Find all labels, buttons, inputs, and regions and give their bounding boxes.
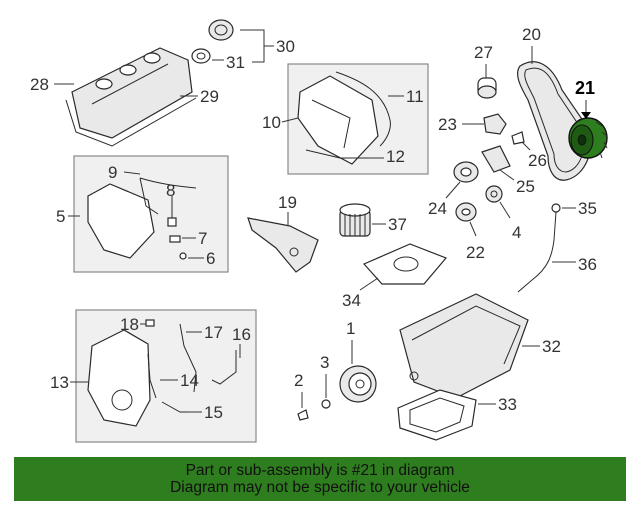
callout-4: 4 [499, 201, 521, 242]
svg-text:1: 1 [346, 319, 355, 338]
svg-text:18: 18 [120, 315, 139, 334]
callout-33: 33 [478, 395, 517, 414]
callout-30: 30 [240, 29, 295, 63]
callout-5: 5 [56, 207, 80, 226]
callout-35: 35 [562, 199, 597, 218]
svg-text:8: 8 [166, 181, 175, 200]
svg-text:22: 22 [466, 243, 485, 262]
callout-20: 20 [522, 25, 541, 64]
callout-2: 2 [294, 371, 303, 408]
callout-26: 26 [521, 141, 547, 170]
svg-text:2: 2 [294, 371, 303, 390]
svg-text:14: 14 [180, 371, 199, 390]
callout-6: 6 [188, 249, 215, 268]
svg-text:23: 23 [438, 115, 457, 134]
callout-23: 23 [438, 115, 484, 134]
callout-10: 10 [262, 113, 299, 132]
callout-34: 34 [342, 277, 379, 310]
callout-31: 31 [212, 53, 245, 72]
lower-timing-cover [87, 319, 237, 427]
banner-line-disclaimer: Diagram may not be specific to your vehi… [170, 479, 470, 496]
oil-dipstick [517, 203, 561, 293]
svg-text:17: 17 [204, 323, 223, 342]
callout-15: 15 [186, 403, 223, 422]
svg-text:6: 6 [206, 249, 215, 268]
crankshaft-pulley [297, 365, 377, 421]
callout-1: 1 [346, 319, 355, 364]
idler-pulley-27 [477, 77, 497, 99]
gear-4 [485, 185, 503, 203]
svg-text:20: 20 [522, 25, 541, 44]
svg-text:25: 25 [516, 177, 535, 196]
svg-text:9: 9 [108, 163, 117, 182]
callout-14: 14 [160, 371, 199, 390]
callout-36: 36 [552, 255, 597, 274]
oil-pan-upper [399, 293, 529, 399]
oil-filter [339, 203, 371, 237]
engine-bracket [247, 217, 319, 273]
svg-text:24: 24 [428, 199, 447, 218]
callout-21: 21 [575, 78, 595, 119]
bolt-26 [511, 131, 525, 145]
callout-32: 32 [522, 337, 561, 356]
valve-cover [65, 47, 197, 147]
upper-timing-cover [297, 71, 391, 165]
svg-text:7: 7 [198, 229, 207, 248]
callout-11: 11 [388, 87, 424, 106]
svg-text:30: 30 [276, 37, 295, 56]
svg-text:28: 28 [30, 75, 49, 94]
callout-18: 18 [120, 315, 146, 334]
svg-text:13: 13 [50, 373, 69, 392]
svg-text:3: 3 [320, 353, 329, 372]
callout-12: 12 [368, 147, 405, 166]
highlighted-part-21-sprocket[interactable] [568, 117, 608, 159]
svg-text:27: 27 [474, 43, 493, 62]
svg-text:32: 32 [542, 337, 561, 356]
svg-text:35: 35 [578, 199, 597, 218]
svg-text:31: 31 [226, 53, 245, 72]
svg-text:16: 16 [232, 325, 251, 344]
svg-text:19: 19 [278, 193, 297, 212]
tensioner-25 [481, 145, 511, 173]
idler-pulley-24 [453, 161, 479, 183]
svg-text:34: 34 [342, 291, 361, 310]
svg-text:10: 10 [262, 113, 281, 132]
callout-9: 9 [108, 163, 141, 182]
callout-27: 27 [474, 43, 493, 78]
svg-text:12: 12 [386, 147, 405, 166]
callout-17: 17 [186, 323, 223, 342]
exploded-parts-diagram: 28 29 30 31 10 11 12 [30, 19, 608, 443]
callout-7: 7 [182, 229, 207, 248]
callout-22: 22 [466, 221, 485, 262]
banner-line-part: Part or sub-assembly is #21 in diagram [185, 462, 455, 479]
callout-13: 13 [50, 373, 88, 392]
svg-text:29: 29 [200, 87, 219, 106]
svg-text:26: 26 [528, 151, 547, 170]
svg-text:36: 36 [578, 255, 597, 274]
svg-text:37: 37 [388, 215, 407, 234]
callout-25: 25 [499, 169, 535, 196]
callout-8: 8 [166, 181, 175, 200]
svg-text:11: 11 [406, 87, 424, 106]
info-banner: Part or sub-assembly is #21 in diagram D… [14, 457, 626, 501]
svg-text:21: 21 [575, 78, 595, 98]
svg-text:4: 4 [512, 223, 521, 242]
middle-timing-cover [87, 177, 197, 260]
svg-text:33: 33 [498, 395, 517, 414]
callout-3: 3 [320, 353, 329, 398]
callout-19: 19 [278, 193, 297, 226]
svg-text:5: 5 [56, 207, 65, 226]
tensioner-23 [483, 113, 507, 135]
callout-37: 37 [372, 215, 407, 234]
callout-28: 28 [30, 75, 74, 94]
svg-text:15: 15 [204, 403, 223, 422]
sprocket-22 [455, 202, 477, 222]
callout-24: 24 [428, 181, 461, 218]
callout-29: 29 [180, 87, 219, 106]
oil-filler-cap [191, 19, 234, 64]
oil-baffle-plate [362, 243, 448, 285]
oil-pan-lower [397, 389, 477, 441]
callout-16: 16 [232, 325, 251, 358]
